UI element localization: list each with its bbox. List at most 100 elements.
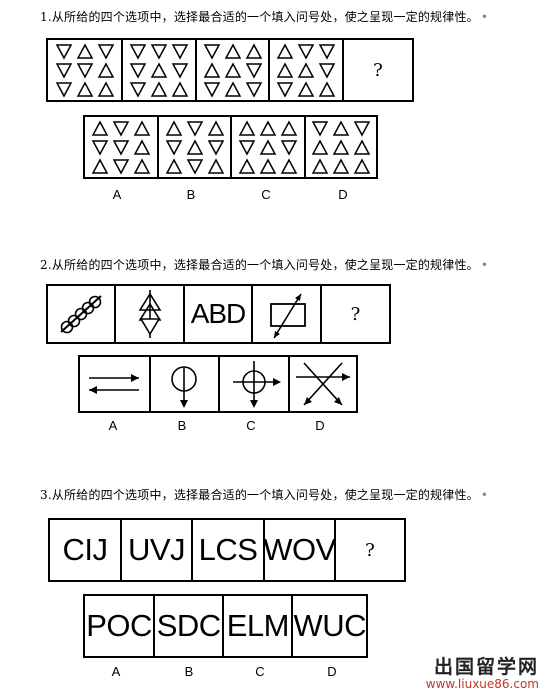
triangle-up-icon bbox=[353, 158, 371, 174]
triangle-down-icon bbox=[129, 63, 147, 79]
triangle-up-icon bbox=[332, 158, 350, 174]
q3-label-b: B bbox=[184, 664, 194, 679]
triangle-grid-figure bbox=[276, 43, 336, 98]
triangle-down-icon bbox=[171, 44, 189, 60]
q3-label-c: C bbox=[255, 664, 265, 679]
triangle-up-icon bbox=[280, 158, 298, 174]
q3-seq-1: CIJ bbox=[50, 520, 122, 580]
crossed-arrows-icon bbox=[296, 362, 350, 406]
triangle-down-icon bbox=[55, 63, 72, 79]
triangle-down-icon bbox=[112, 140, 130, 156]
triangle-down-icon bbox=[97, 44, 114, 60]
triangle-up-icon bbox=[259, 158, 277, 174]
q2-option-b[interactable] bbox=[151, 357, 221, 411]
q2-option-a[interactable] bbox=[80, 357, 151, 411]
q3-label-a: A bbox=[111, 664, 121, 679]
q2-options-row bbox=[78, 355, 358, 413]
triangle-up-icon bbox=[97, 81, 114, 97]
rectangle-arrow-figure bbox=[269, 293, 306, 339]
triangle-down-icon bbox=[318, 44, 336, 60]
triangle-up-icon bbox=[259, 139, 277, 155]
q2-label-a: A bbox=[108, 418, 118, 433]
triangle-up-icon bbox=[238, 120, 256, 136]
triangle-down-icon bbox=[311, 121, 329, 137]
triangle-down-icon bbox=[112, 159, 130, 175]
q1-options-row bbox=[83, 115, 378, 179]
triangle-up-icon bbox=[238, 158, 256, 174]
triangle-up-icon bbox=[150, 81, 168, 97]
q2-label-d: D bbox=[315, 418, 325, 433]
q1-option-d[interactable] bbox=[306, 117, 376, 177]
q2-seq-4 bbox=[253, 286, 322, 342]
triangle-down-icon bbox=[280, 140, 298, 156]
q1-label-c: C bbox=[261, 187, 271, 202]
double-arrow-icon bbox=[89, 374, 140, 394]
question-mark: ? bbox=[373, 59, 383, 81]
triangle-down-icon bbox=[76, 63, 93, 79]
triangle-down-icon bbox=[171, 63, 189, 79]
triangle-up-icon bbox=[276, 62, 294, 78]
q1-option-a[interactable] bbox=[85, 117, 159, 177]
triangle-up-icon bbox=[133, 120, 151, 136]
triangle-down-icon bbox=[203, 44, 220, 60]
triangle-grid-figure bbox=[165, 120, 224, 175]
q3-option-a[interactable]: POC bbox=[85, 596, 156, 656]
triangle-down-icon bbox=[112, 121, 130, 137]
triangle-up-icon bbox=[332, 139, 350, 155]
triangle-down-icon bbox=[276, 82, 294, 98]
q3-options-row: POC SDC ELM WUC bbox=[83, 594, 368, 658]
triangle-grid-figure bbox=[129, 44, 189, 98]
q1-sequence-row: ? bbox=[46, 38, 414, 102]
triangle-up-icon bbox=[76, 81, 93, 97]
crosshair-circle-icon bbox=[233, 361, 282, 408]
triangle-down-icon bbox=[245, 82, 262, 98]
q1-question-cell: ? bbox=[344, 40, 412, 100]
q1-label-a: A bbox=[112, 187, 122, 202]
q1-seq-2 bbox=[123, 40, 197, 100]
q1-label-d: D bbox=[338, 187, 348, 202]
triangle-down-icon bbox=[203, 82, 220, 98]
triangle-down-icon bbox=[238, 140, 256, 156]
triangle-down-icon bbox=[55, 44, 72, 60]
q3-seq-4: WOV bbox=[263, 520, 336, 580]
q2-seq-2 bbox=[116, 286, 185, 342]
triangle-up-icon bbox=[203, 62, 220, 78]
triangle-up-icon bbox=[133, 158, 151, 174]
q3-question-cell: ? bbox=[336, 520, 404, 580]
triangle-up-icon bbox=[76, 43, 93, 59]
triangle-up-icon bbox=[224, 81, 241, 97]
q3-option-c[interactable]: ELM bbox=[224, 596, 294, 656]
q1-option-c[interactable] bbox=[232, 117, 306, 177]
triangle-up-icon bbox=[224, 43, 241, 59]
q2-label-c: C bbox=[246, 418, 256, 433]
triangle-up-icon bbox=[186, 139, 203, 155]
triangle-down-icon bbox=[353, 121, 371, 137]
triangle-up-icon bbox=[280, 120, 298, 136]
q3-label-d: D bbox=[327, 664, 337, 679]
question-mark: ? bbox=[350, 303, 361, 325]
q3-seq-3: LCS bbox=[193, 520, 265, 580]
triangle-up-icon bbox=[297, 81, 315, 97]
q2-label-b: B bbox=[177, 418, 187, 433]
q1-option-b[interactable] bbox=[159, 117, 232, 177]
triangle-up-icon bbox=[91, 158, 109, 174]
triangle-grid-figure bbox=[238, 120, 298, 174]
watermark-url: www.liuxue86.com bbox=[425, 677, 539, 691]
q2-option-d[interactable] bbox=[290, 357, 356, 411]
q1-seq-1 bbox=[48, 40, 123, 100]
q3-option-d[interactable]: WUC bbox=[293, 608, 366, 643]
q1-seq-3 bbox=[197, 40, 270, 100]
triangle-down-icon bbox=[186, 159, 203, 175]
watermark-logo: 出国留学网 www.liuxue86.com bbox=[426, 652, 539, 691]
stacked-triangles-figure bbox=[138, 290, 161, 338]
q1-seq-4 bbox=[270, 40, 344, 100]
triangle-down-icon bbox=[129, 82, 147, 98]
q1-label-b: B bbox=[186, 187, 196, 202]
q3-option-b[interactable]: SDC bbox=[155, 596, 225, 656]
triangle-down-icon bbox=[165, 140, 182, 156]
watermark-site-name: 出国留学网 bbox=[433, 656, 539, 678]
q2-option-c[interactable] bbox=[220, 357, 290, 411]
triangle-grid-figure bbox=[91, 120, 151, 175]
triangle-up-icon bbox=[91, 120, 109, 136]
triangle-up-icon bbox=[224, 62, 241, 78]
